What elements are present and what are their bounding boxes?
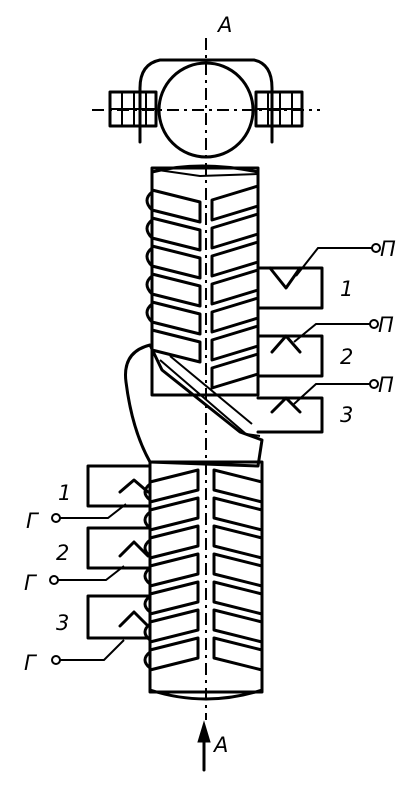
- lower-left-ribs: [148, 468, 200, 672]
- view-arrow: [197, 720, 211, 772]
- right-letter-3: П: [378, 373, 394, 397]
- right-letter-1: П: [380, 237, 396, 261]
- right-number-1: 1: [340, 277, 353, 301]
- right-number-3: 3: [340, 403, 353, 427]
- upper-left-ribs: [150, 188, 202, 364]
- right-terminal-3: [256, 379, 379, 434]
- left-letter-1: Г: [26, 509, 40, 533]
- transition-lead: [159, 359, 261, 437]
- upper-right-ribs: [210, 184, 260, 390]
- view-label: A: [212, 733, 228, 757]
- section-label: A: [216, 13, 232, 37]
- cross-section-frame: [138, 58, 274, 144]
- left-number-1: 1: [58, 481, 71, 505]
- lower-right-ribs: [212, 468, 264, 672]
- upper-coil: [145, 164, 260, 397]
- left-terminal-3: [51, 594, 152, 665]
- left-number-2: 2: [56, 541, 69, 565]
- right-terminal-1: [256, 243, 381, 310]
- left-terminal-2: [49, 526, 152, 585]
- cross-section: [92, 58, 320, 159]
- right-terminal-2: [256, 319, 379, 378]
- left-terminal-1: [51, 464, 152, 523]
- right-number-2: 2: [340, 345, 353, 369]
- left-number-3: 3: [56, 611, 69, 635]
- lower-coil: [143, 460, 264, 701]
- right-letter-2: П: [378, 313, 394, 337]
- transition-shield: [124, 343, 264, 468]
- left-letter-2: Г: [24, 571, 38, 595]
- left-letter-3: Г: [24, 651, 38, 675]
